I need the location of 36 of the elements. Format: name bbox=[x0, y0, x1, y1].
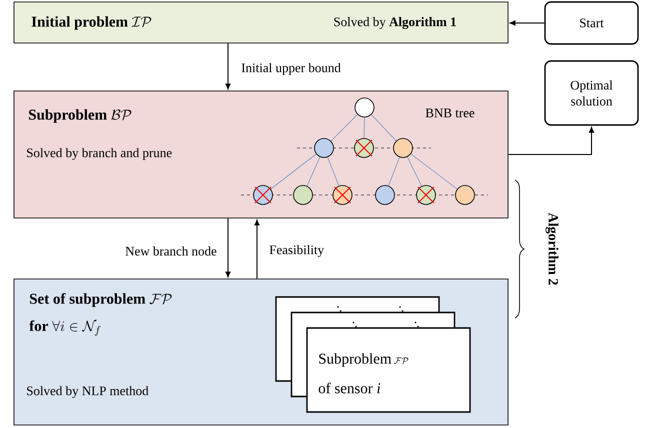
box-heading: Set of subproblem $\mathcal{FP}$ bbox=[30, 293, 172, 307]
box-note: Solved by NLP method bbox=[27, 386, 148, 398]
tree-line bbox=[407, 156, 422, 186]
box-note: Solved by branch and prune bbox=[27, 148, 172, 160]
edge-label: Initial upper bound bbox=[240, 62, 342, 76]
tree-node bbox=[293, 185, 313, 205]
tree-line bbox=[327, 156, 340, 186]
tree-line bbox=[388, 156, 400, 186]
box-text: Optimal solution bbox=[570, 80, 613, 106]
tree-node bbox=[354, 98, 374, 118]
tree-line bbox=[370, 114, 397, 142]
tree-line bbox=[306, 156, 320, 186]
box-text: Start bbox=[580, 18, 604, 28]
arrow bbox=[225, 42, 231, 90]
tree-line bbox=[364, 117, 365, 138]
card-text: Subproblem $\mathcal{FP}$ bbox=[319, 353, 408, 367]
box-heading: Initial problem $\mathcal{IP}$ bbox=[32, 16, 152, 30]
edge-label: New branch node bbox=[124, 245, 218, 257]
tree-line bbox=[410, 154, 458, 190]
box-note: Solved by Algorithm 1 bbox=[334, 17, 456, 29]
tree-label: BNB tree bbox=[426, 108, 474, 118]
tree-line bbox=[330, 114, 358, 142]
brace-label: Algorithm 2 bbox=[546, 212, 558, 285]
box-heading: Subproblem $\mathcal{BP}$ bbox=[29, 109, 132, 123]
tree-line bbox=[270, 154, 317, 190]
edge-label: Feasibility bbox=[268, 244, 326, 258]
tree-node bbox=[375, 185, 395, 205]
arrow bbox=[254, 220, 260, 280]
arrow bbox=[510, 20, 545, 26]
tree-node bbox=[393, 138, 413, 158]
box-heading: for $\forall i \in \mathcal{N}_f$ bbox=[29, 320, 100, 336]
arrow bbox=[225, 218, 231, 278]
tree-node bbox=[314, 138, 334, 158]
tree-node bbox=[455, 185, 475, 205]
card-text: of sensor i bbox=[318, 382, 380, 394]
arrow bbox=[508, 127, 594, 155]
